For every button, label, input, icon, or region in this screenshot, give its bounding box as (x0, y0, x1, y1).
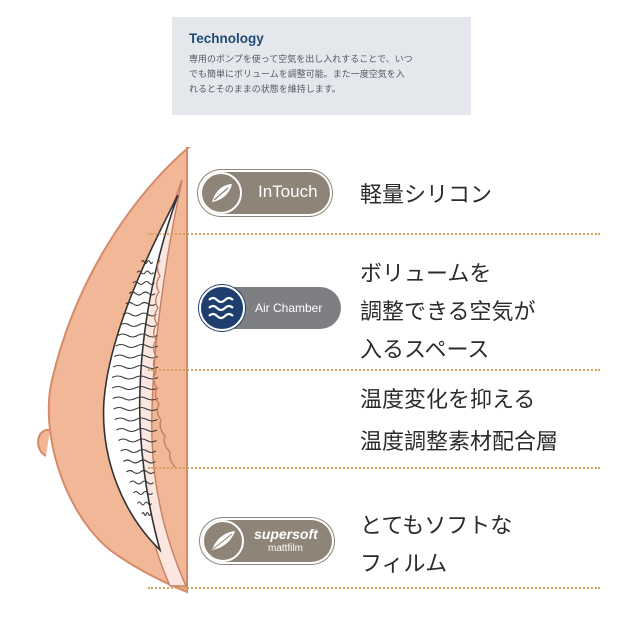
technology-title: Technology (189, 31, 264, 46)
air-line (115, 343, 158, 349)
air-flow-lines (111, 259, 159, 517)
feature-silicone: 軽量シリコン (360, 177, 492, 215)
air-line (111, 385, 159, 391)
air-line (133, 490, 154, 496)
supersoft-label: supersoft (254, 526, 318, 542)
air-line (116, 427, 158, 433)
supersoft-badge: supersoft mattfilm (202, 520, 332, 562)
leaf-icon (200, 172, 242, 214)
intouch-badge: InTouch (200, 172, 330, 214)
feature-line: 温度調整素材配合層 (360, 430, 559, 455)
air-line (126, 469, 155, 475)
air-line (137, 501, 153, 506)
air-line (119, 322, 158, 328)
breast-form-cross-section (37, 147, 191, 594)
air-line (125, 301, 157, 307)
air-line (132, 280, 155, 286)
air-line (113, 406, 158, 412)
air-line (111, 375, 159, 380)
nipple (37, 428, 51, 457)
divider (148, 467, 600, 469)
air-line (141, 511, 152, 517)
air-waves-icon (199, 285, 245, 331)
divider (148, 369, 600, 371)
air-line (129, 480, 154, 485)
feature-line: 入るスペース (360, 338, 490, 363)
technology-line: でも簡単にボリュームを調整可能。また一度空気を入 (189, 70, 405, 80)
feature-line: ボリュームを (360, 262, 492, 287)
feature-line: 軽量シリコン (360, 183, 493, 208)
air-line (112, 396, 159, 401)
air-line (122, 312, 157, 317)
mattfilm-label: mattfilm (268, 543, 303, 554)
air-chamber-label: Air Chamber (255, 301, 323, 315)
technology-line: れるとそのままの状態を維持します。 (189, 85, 341, 95)
air-line (128, 291, 156, 296)
air-line (123, 459, 156, 464)
air-line (136, 270, 155, 275)
air-line (141, 259, 154, 265)
feather-icon (202, 520, 244, 562)
air-line (114, 417, 158, 422)
feature-film: とてもソフトな フィルム (360, 508, 512, 584)
technology-line: 専用のポンプを使って空気を出し入れすることで、いつ (189, 55, 413, 65)
feature-line: フィルム (360, 552, 448, 577)
air-line (118, 438, 157, 443)
air-line (120, 448, 157, 454)
technology-panel: Technology 専用のポンプを使って空気を出し入れすることで、いつ でも簡… (172, 17, 471, 115)
air-line (117, 333, 158, 338)
air-chamber-region (102, 194, 179, 553)
feature-temperature: 温度変化を抑える 温度調整素材配合層 (360, 380, 558, 464)
feature-line: とてもソフトな (360, 514, 513, 539)
feature-line: 調整できる空気が (360, 300, 536, 325)
air-chamber-badge: Air Chamber (199, 285, 341, 331)
divider (148, 233, 600, 235)
air-line (112, 364, 159, 370)
air-line (113, 354, 159, 359)
intouch-label: InTouch (258, 182, 318, 201)
scalloped-edge (152, 259, 177, 469)
feature-air-space: ボリュームを 調整できる空気が 入るスペース (360, 256, 536, 370)
technology-description: 専用のポンプを使って空気を出し入れすることで、いつ でも簡単にボリュームを調整可… (189, 53, 455, 98)
feature-line: 温度変化を抑える (360, 388, 536, 413)
divider (148, 587, 600, 589)
